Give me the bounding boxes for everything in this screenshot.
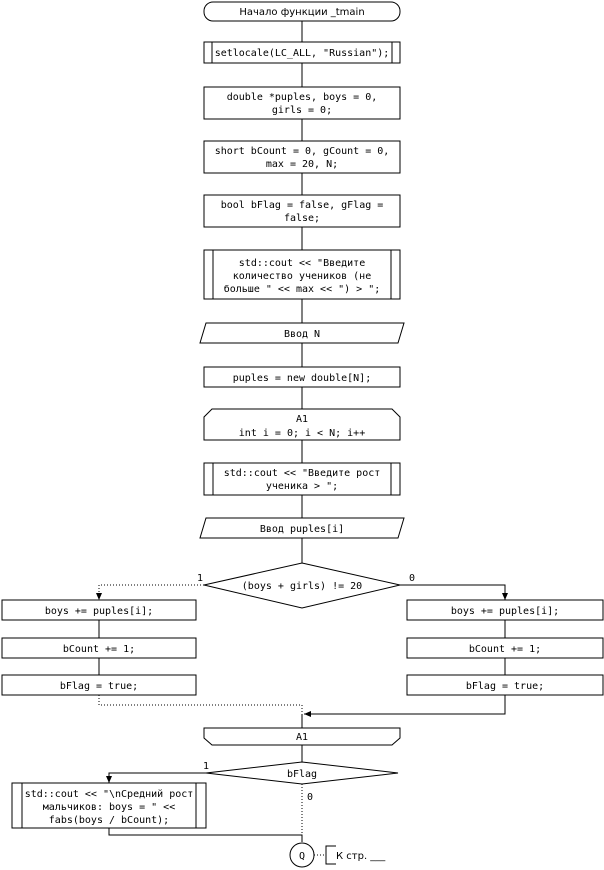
cout-avg-line-3: fabs(boys / bCount); (49, 815, 169, 826)
decl-bool-line-2: false; (284, 213, 320, 224)
page-ref-label: К стр. ___ (336, 851, 386, 862)
decision-2-yes-line (106, 772, 206, 783)
connector-q-label: Q (299, 851, 305, 862)
decision-1-no-label: 0 (409, 573, 415, 584)
cout-avg-merge-line (108, 828, 303, 842)
cout-prompt-height-block: std::cout << "Введите рост ученика > "; (203, 462, 401, 496)
cout-avg-block: std::cout << "\nСредний рост мальчиков: … (11, 782, 207, 829)
loop-end-block: A1 (203, 727, 401, 746)
cout-prompt-n-line-1: std::cout << "Введите (239, 258, 365, 269)
setlocale-label: setlocale(LC_ALL, "Russian"); (215, 48, 390, 59)
input-puples-label: Ввод puples[i] (260, 524, 344, 535)
left-branch-step-2: bCount += 1; (63, 644, 135, 655)
decision-2: bFlag 1 0 (203, 761, 399, 803)
right-branch: boys += puples[i]; bCount += 1; bFlag = … (406, 599, 604, 696)
start-label: Начало функции _tmain (239, 7, 364, 18)
setlocale-block: setlocale(LC_ALL, "Russian"); (203, 41, 401, 64)
cout-prompt-height-line-1: std::cout << "Введите рост (224, 468, 381, 479)
decl-short-block: short bCount = 0, gCount = 0, max = 20, … (203, 140, 401, 174)
page-ref: К стр. ___ (314, 845, 386, 865)
left-merge-line (98, 695, 303, 714)
cout-avg-line-2: мальчиков: boys = " << (43, 802, 175, 813)
decision-1-yes-label: 1 (197, 573, 203, 584)
cout-prompt-n-line-2: количество учеников (не (233, 271, 371, 282)
decl-double-line-1: double *puples, boys = 0, (227, 92, 378, 103)
cout-prompt-height-line-2: ученика > "; (266, 481, 338, 492)
right-merge-line (304, 695, 506, 717)
decision-1: (boys + girls) != 20 1 0 (197, 562, 415, 609)
decl-bool-block: bool bFlag = false, gFlag = false; (203, 194, 401, 228)
alloc-block: puples = new double[N]; (203, 366, 401, 388)
loop-start-block: A1 int i = 0; i < N; i++ (203, 408, 401, 441)
connector-q: Q (289, 842, 315, 868)
cout-avg-line-1: std::cout << "\nСредний рост (25, 788, 194, 800)
decision-2-condition: bFlag (287, 769, 317, 780)
alloc-label: puples = new double[N]; (233, 373, 371, 384)
loop-start-condition: int i = 0; i < N; i++ (239, 428, 365, 439)
decl-double-block: double *puples, boys = 0, girls = 0; (203, 86, 401, 120)
input-n-block: Ввод N (199, 322, 405, 344)
loop-start-label: A1 (296, 414, 308, 425)
decl-double-line-2: girls = 0; (272, 105, 332, 116)
decl-short-line-2: max = 20, N; (266, 159, 338, 170)
left-branch-step-3: bFlag = true; (60, 681, 138, 692)
left-branch: boys += puples[i]; bCount += 1; bFlag = … (1, 599, 197, 696)
decision-2-no-label: 0 (307, 792, 313, 803)
cout-prompt-n-line-3: больше " << max << ") > "; (224, 283, 381, 295)
decision-1-condition: (boys + girls) != 20 (242, 581, 362, 592)
cout-prompt-n-block: std::cout << "Введите количество ученико… (203, 249, 401, 300)
decision-1-yes-line (96, 584, 204, 600)
loop-end-label: A1 (296, 732, 308, 743)
decision-2-yes-label: 1 (203, 761, 209, 772)
decl-bool-line-1: bool bFlag = false, gFlag = (221, 200, 384, 211)
input-n-label: Ввод N (284, 329, 320, 340)
right-branch-step-2: bCount += 1; (469, 644, 541, 655)
right-branch-step-1: boys += puples[i]; (451, 606, 559, 617)
decision-1-no-line (400, 584, 508, 600)
input-puples-block: Ввод puples[i] (199, 517, 405, 539)
left-branch-step-1: boys += puples[i]; (45, 606, 153, 617)
right-branch-step-3: bFlag = true; (466, 681, 544, 692)
decl-short-line-1: short bCount = 0, gCount = 0, (215, 146, 390, 157)
start-terminator: Начало функции _tmain (203, 1, 401, 22)
